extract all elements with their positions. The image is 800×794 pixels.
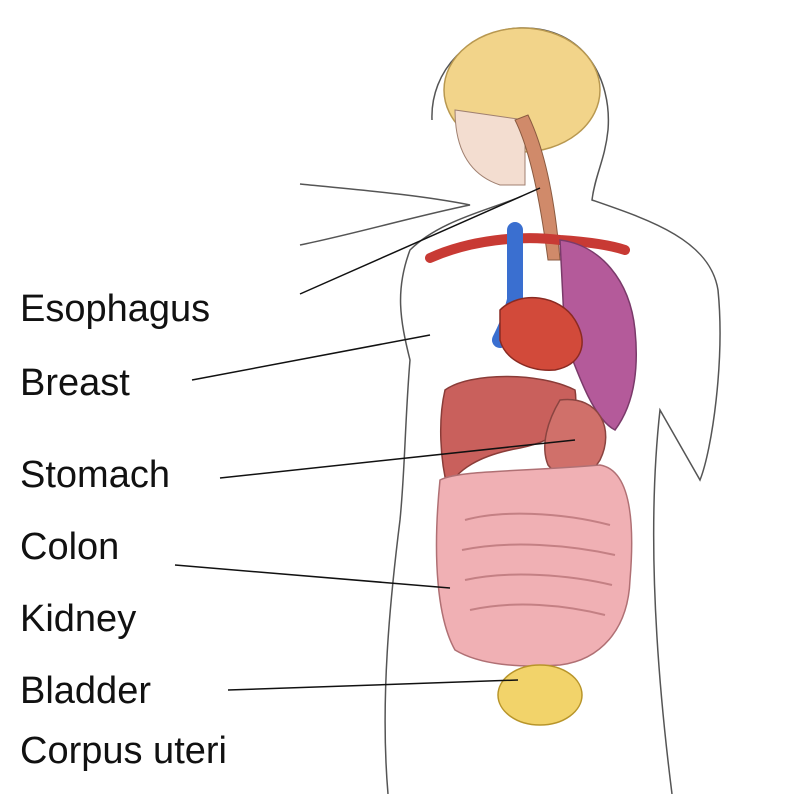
label-corpus-uteri: Corpus uteri: [20, 732, 227, 770]
label-stomach: Stomach: [20, 456, 170, 494]
label-colon: Colon: [20, 528, 119, 566]
face: [455, 110, 525, 185]
leader-bladder: [228, 680, 518, 690]
label-bladder: Bladder: [20, 672, 151, 710]
leader-breast: [192, 335, 430, 380]
intestines: [436, 465, 631, 666]
label-kidney: Kidney: [20, 600, 136, 638]
leader-colon: [175, 565, 450, 588]
bladder-organ: [498, 665, 582, 725]
label-breast: Breast: [20, 364, 130, 402]
label-esophagus: Esophagus: [20, 290, 210, 328]
